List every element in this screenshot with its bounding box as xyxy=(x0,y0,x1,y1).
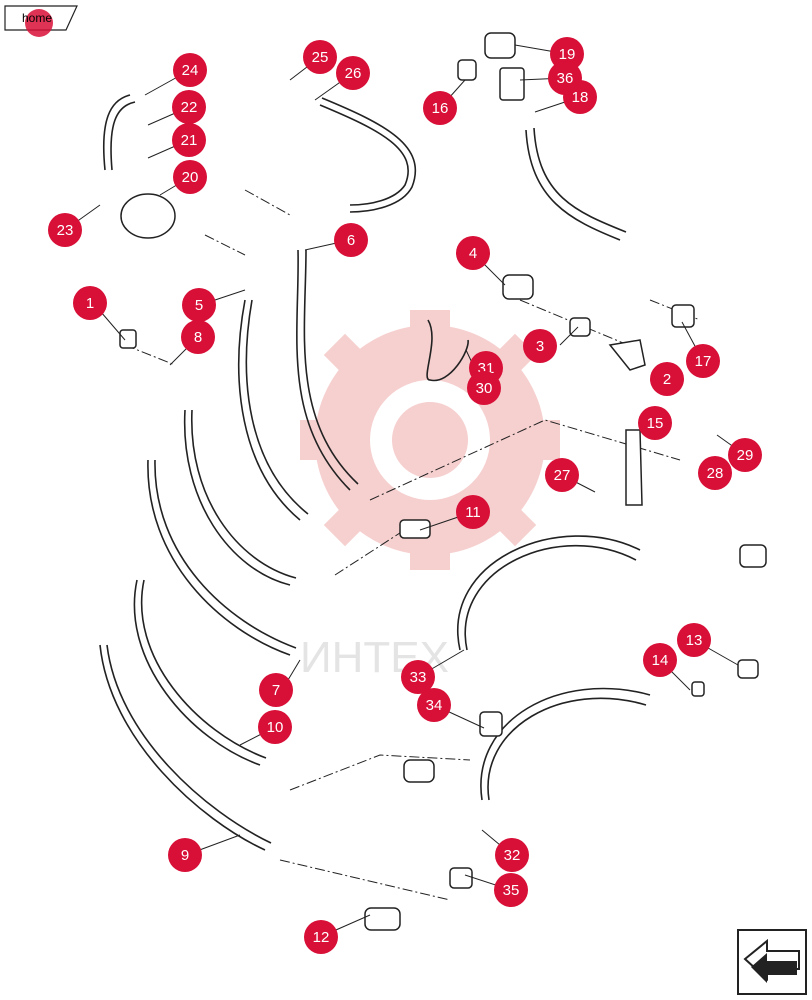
callout-12: 12 xyxy=(304,920,338,954)
svg-text:2: 2 xyxy=(663,371,671,388)
elbow-17 xyxy=(671,304,695,328)
elbow-35 xyxy=(449,867,473,889)
nut-16 xyxy=(457,59,477,81)
svg-text:16: 16 xyxy=(432,100,449,117)
fitting-36 xyxy=(499,67,525,101)
callout-1: 1 xyxy=(73,286,107,320)
bracket-15 xyxy=(625,429,643,506)
callout-35: 35 xyxy=(494,873,528,907)
callout-34: 34 xyxy=(417,688,451,722)
fitting-4 xyxy=(502,274,534,300)
callout-17: 17 xyxy=(686,344,720,378)
callout-7: 7 xyxy=(259,673,293,707)
callout-21: 21 xyxy=(172,123,206,157)
svg-text:32: 32 xyxy=(504,847,521,864)
callout-30: 30 xyxy=(467,371,501,405)
fitting-1 xyxy=(119,329,137,349)
callout-20: 20 xyxy=(173,160,207,194)
svg-text:17: 17 xyxy=(695,353,712,370)
callout-6: 6 xyxy=(334,223,368,257)
callout-4: 4 xyxy=(456,236,490,270)
svg-text:22: 22 xyxy=(181,99,198,116)
svg-text:27: 27 xyxy=(554,467,571,484)
callout-22: 22 xyxy=(172,90,206,124)
callout-26: 26 xyxy=(336,56,370,90)
svg-text:30: 30 xyxy=(476,380,493,397)
elbow-13 xyxy=(737,659,759,679)
elbow-19 xyxy=(484,32,516,59)
svg-text:18: 18 xyxy=(572,89,589,106)
svg-text:5: 5 xyxy=(195,297,203,314)
elbow-34 xyxy=(479,711,503,737)
svg-text:24: 24 xyxy=(182,62,199,79)
callout-5: 5 xyxy=(182,288,216,322)
svg-text:29: 29 xyxy=(737,447,754,464)
svg-text:14: 14 xyxy=(652,652,669,669)
svg-text:26: 26 xyxy=(345,65,362,82)
callout-36: 36 xyxy=(548,61,582,95)
callout-10: 10 xyxy=(258,710,292,744)
callout-15: 15 xyxy=(638,406,672,440)
svg-text:20: 20 xyxy=(182,169,199,186)
callout-23: 23 xyxy=(48,213,82,247)
svg-text:23: 23 xyxy=(57,222,74,239)
svg-text:1: 1 xyxy=(86,295,94,312)
svg-text:36: 36 xyxy=(557,70,574,87)
home-label[interactable]: home xyxy=(22,11,53,25)
svg-text:4: 4 xyxy=(469,245,477,262)
svg-text:34: 34 xyxy=(426,697,443,714)
svg-text:6: 6 xyxy=(347,232,355,249)
svg-text:9: 9 xyxy=(181,847,189,864)
hose-lines xyxy=(99,94,651,851)
elbow-lower xyxy=(403,759,435,783)
fitting-right xyxy=(739,544,767,568)
callout-25: 25 xyxy=(303,40,337,74)
callout-32: 32 xyxy=(495,838,529,872)
svg-text:35: 35 xyxy=(503,882,520,899)
elbow-2 xyxy=(608,339,646,371)
svg-text:33: 33 xyxy=(410,669,427,686)
home-tab[interactable]: home xyxy=(4,5,78,37)
callout-24: 24 xyxy=(173,53,207,87)
callout-27: 27 xyxy=(545,458,579,492)
svg-text:11: 11 xyxy=(465,504,481,521)
callout-28: 28 xyxy=(698,456,732,490)
svg-text:28: 28 xyxy=(707,465,724,482)
svg-text:13: 13 xyxy=(686,632,703,649)
callout-circles: 1 2 3 4 5 6 7 8 9 10 11 12 13 14 15 16 1… xyxy=(48,37,762,954)
svg-text:8: 8 xyxy=(194,329,202,346)
callout-2: 2 xyxy=(650,362,684,396)
tee-11 xyxy=(399,519,431,539)
tee-12 xyxy=(364,907,401,931)
callout-14: 14 xyxy=(643,643,677,677)
callout-33: 33 xyxy=(401,660,435,694)
callout-3: 3 xyxy=(523,329,557,363)
svg-text:15: 15 xyxy=(647,415,664,432)
fitting-3 xyxy=(569,317,591,337)
home-dot xyxy=(25,9,53,37)
svg-text:19: 19 xyxy=(559,46,576,63)
callout-11: 11 xyxy=(456,495,490,529)
nut-14 xyxy=(691,681,705,697)
svg-text:3: 3 xyxy=(536,338,544,355)
callout-29: 29 xyxy=(728,438,762,472)
svg-text:21: 21 xyxy=(181,132,198,149)
svg-text:25: 25 xyxy=(312,49,329,66)
back-button[interactable] xyxy=(737,929,807,995)
svg-text:7: 7 xyxy=(272,682,280,699)
callout-13: 13 xyxy=(677,623,711,657)
svg-text:12: 12 xyxy=(313,929,330,946)
accumulator-20 xyxy=(120,193,176,239)
callout-16: 16 xyxy=(423,91,457,125)
callout-9: 9 xyxy=(168,838,202,872)
svg-text:10: 10 xyxy=(267,719,284,736)
callout-8: 8 xyxy=(181,320,215,354)
components xyxy=(119,32,767,931)
back-arrow-icon xyxy=(737,929,807,995)
